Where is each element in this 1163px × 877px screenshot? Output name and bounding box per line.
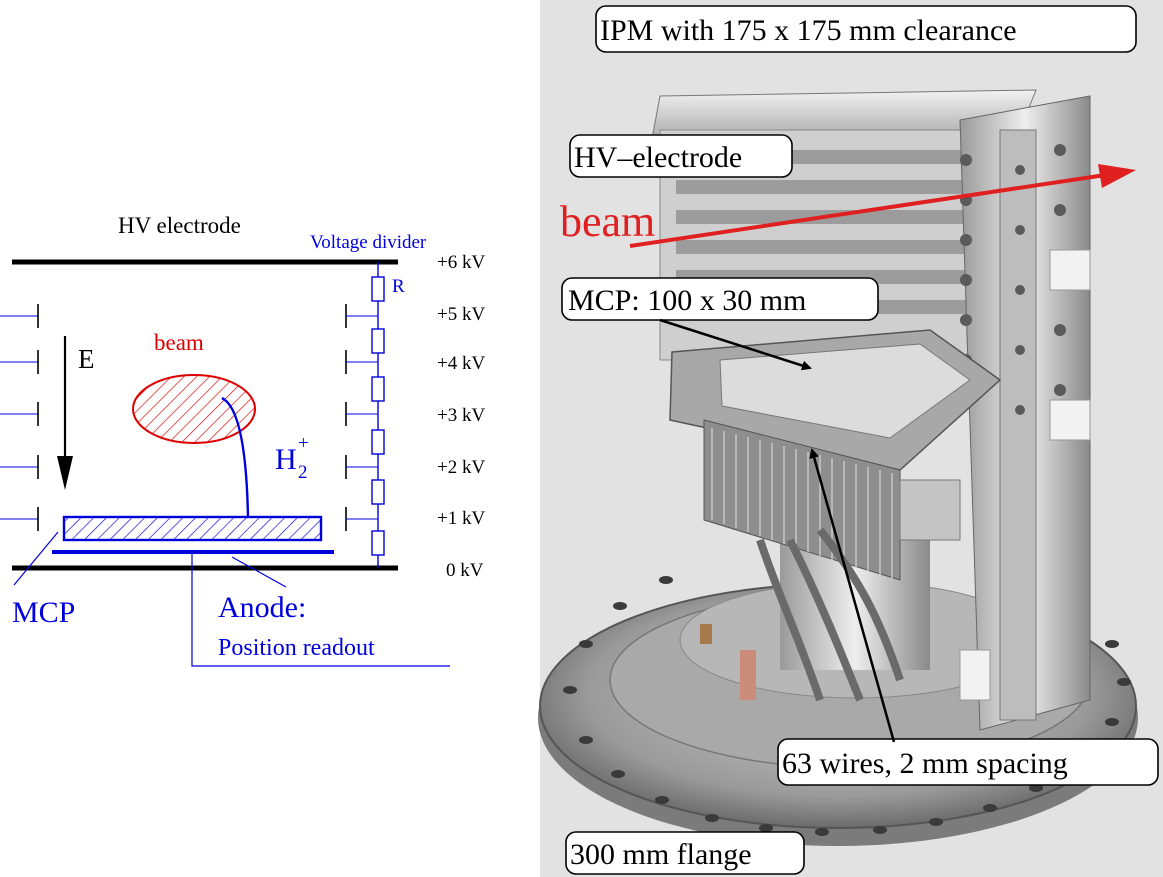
mcp-label: MCP [12,596,75,629]
voltage-divider-label: Voltage divider [310,232,427,253]
voltage-label-2kv: +2 kV [437,457,485,478]
voltage-label-6kv: +6 kV [437,252,485,273]
resistor-label: R [392,276,405,297]
mcp-plate [62,515,323,542]
callout-wires: 63 wires, 2 mm spacing [777,448,1159,786]
readout-line [191,552,450,667]
callout-hv-electrode-text: HV–electrode [574,141,742,174]
field-arrow-head [57,456,73,490]
ion-trajectory [221,396,250,519]
callout-flange: 300 mm flange [565,831,805,875]
callout-flange-text: 300 mm flange [570,838,752,871]
side-frame [959,95,1091,731]
anode-leader-line [231,556,287,588]
flange-bolt-holes [563,576,1131,836]
callout-mcp: MCP: 100 x 30 mm [561,277,879,371]
callout-title-text: IPM with 175 x 175 mm clearance [600,14,1017,47]
mcp-leader-line [13,531,59,586]
callout-hv-electrode: HV–electrode [569,134,793,178]
voltage-label-4kv: +4 kV [437,353,485,374]
beam-cross-section [132,374,256,444]
photo-beam-label: beam [560,197,655,246]
beam-label: beam [154,330,204,355]
ion-label-sup: + [298,433,309,454]
ipm-photo: beam IPM with 175 x 175 mm clearance HV–… [538,0,1163,877]
field-label: E [78,344,95,374]
callout-title: IPM with 175 x 175 mm clearance [595,5,1137,53]
feedthrough-small [700,624,712,644]
photo-beam-line [629,172,1113,248]
anode-label: Anode: [218,591,306,624]
photo-beam-arrowhead [1098,164,1136,188]
voltage-label-5kv: +5 kV [437,304,485,325]
callout-wires-arrow [809,448,896,743]
callout-mcp-arrow [659,318,812,371]
ipm-schematic: HV electrode Voltage divider [0,213,485,667]
right-field-electrodes [345,304,378,531]
voltage-label-3kv: +3 kV [437,405,485,426]
voltage-divider-chain [371,262,385,568]
ion-label: H [275,443,297,476]
callout-wires-text: 63 wires, 2 mm spacing [782,747,1068,780]
feedthrough-left [740,650,756,700]
ion-label-sub: 2 [298,462,308,483]
callout-mcp-text: MCP: 100 x 30 mm [568,284,806,317]
left-field-electrodes [0,304,39,531]
readout-label: Position readout [218,635,375,661]
hv-electrode-label: HV electrode [118,213,241,238]
voltage-label-1kv: +1 kV [437,508,485,529]
wire-comb [703,419,961,702]
voltage-label-0kv: 0 kV [446,560,484,581]
